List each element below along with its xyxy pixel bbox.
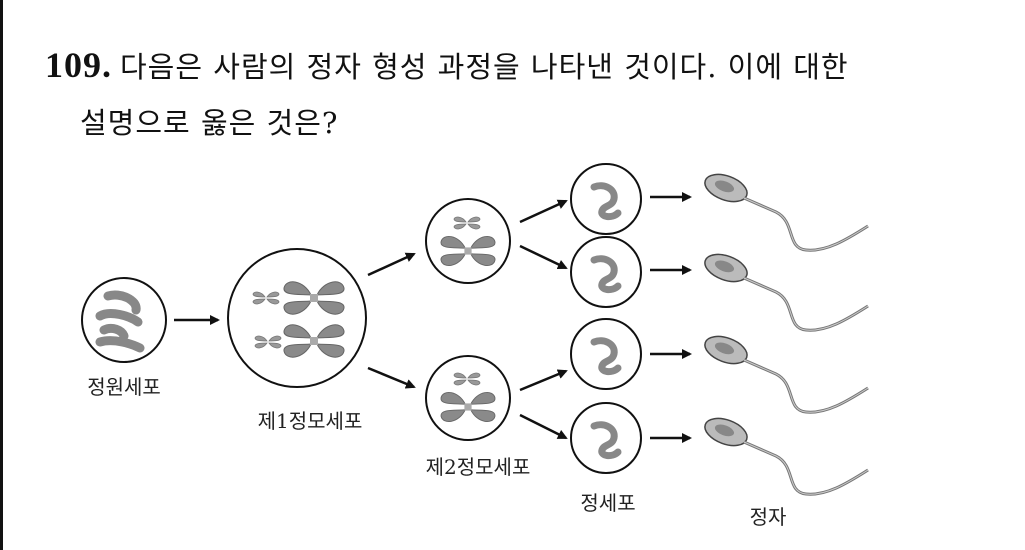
sperm [699, 247, 870, 332]
label-spermatogonium: 정원세포 [87, 375, 161, 399]
secondary-spermatocyte-cell [425, 355, 511, 441]
question-line-1: 109.다음은 사람의 정자 형성 과정을 나타낸 것이다. 이에 대한 [45, 44, 849, 86]
question-text-2: 설명으로 옳은 것은? [80, 106, 339, 140]
spermatogonium-cell [81, 277, 167, 363]
question-number: 109. [45, 45, 112, 85]
label-sperm: 정자 [750, 505, 787, 529]
label-primary-spermatocyte: 제1정모세포 [258, 409, 363, 433]
secondary-spermatocyte-cell [425, 198, 511, 284]
arrow [367, 252, 416, 277]
question-line-2: 설명으로 옳은 것은? [80, 100, 338, 142]
label-secondary-spermatocyte: 제2정모세포 [426, 455, 531, 479]
arrow [519, 369, 568, 392]
spermatid-cell [570, 318, 642, 390]
arrow [367, 366, 416, 389]
arrow [519, 199, 568, 224]
spermatid-cell [570, 402, 642, 474]
sperm [699, 411, 870, 496]
spermatid-cell [570, 236, 642, 308]
sperm [699, 329, 870, 414]
label-spermatid: 정세포 [580, 491, 635, 515]
arrow [519, 244, 568, 270]
primary-spermatocyte-cell [227, 248, 367, 388]
left-border [0, 0, 3, 550]
sperm [699, 167, 870, 252]
spermatid-cell [570, 163, 642, 235]
arrow [519, 413, 568, 440]
question-text-1: 다음은 사람의 정자 형성 과정을 나타낸 것이다. 이에 대한 [120, 50, 849, 84]
